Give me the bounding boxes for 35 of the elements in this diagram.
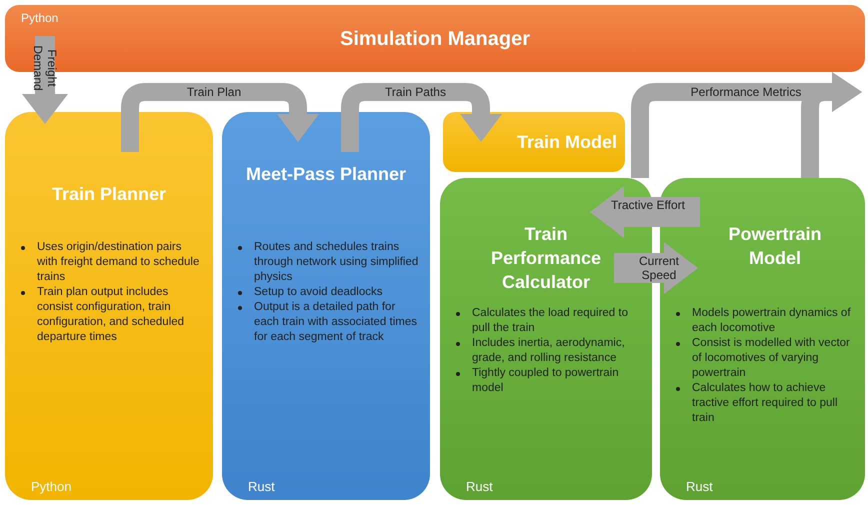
component-card <box>222 112 430 500</box>
edge-label: Tractive Effort <box>610 198 686 212</box>
card-title: Train Planner <box>50 183 168 206</box>
bullet-text: Tightly coupled to powertrain model <box>472 366 620 396</box>
language-label: Rust <box>686 479 713 494</box>
card-title: Meet-Pass Planner <box>244 163 408 186</box>
flow-arrow <box>590 186 700 238</box>
bullet-text: Uses origin/destination pairs with freight demand to schedule trains <box>37 240 200 285</box>
bullet-text: Calculates how to achieve tractive effort required to pull train <box>692 381 839 426</box>
component-card <box>5 112 213 500</box>
card-title: Powertrain Model <box>727 223 823 270</box>
language-label: Rust <box>466 479 493 494</box>
card-title: Train Performance Calculator <box>490 223 602 294</box>
model-band <box>443 112 625 172</box>
language-label: Rust <box>248 479 275 494</box>
bullet-text: Includes inertia, aerodynamic, grade, and rolling resistance <box>472 336 626 366</box>
language-label: Python <box>21 11 58 25</box>
flow-arrow <box>614 242 698 294</box>
flow-arrow <box>121 83 319 152</box>
bullet-text: Routes and schedules trains through network using simplified physics <box>254 240 420 285</box>
bullet-text: Setup to avoid deadlocks <box>254 285 384 300</box>
flow-arrow <box>22 36 68 124</box>
edge-label: Performance Metrics <box>690 85 802 99</box>
band-title: Train Model <box>516 131 618 154</box>
language-label: Python <box>31 479 72 494</box>
edge-label: Train Plan <box>186 85 242 99</box>
flow-arrow <box>801 72 862 178</box>
edge-label: Freight Demand <box>31 44 59 93</box>
bullet-text: Calculates the load required to pull the train <box>472 306 629 336</box>
edge-label: Train Paths <box>384 85 447 99</box>
edge-label: Current Speed <box>638 254 680 282</box>
bullet-text: Models powertrain dynamics of each locomotive <box>692 306 852 336</box>
bullet-text: Output is a detailed path for each train with associated times for each segment of track <box>254 300 418 345</box>
bullet-text: Train plan output includes consist configuration, train configuration, and scheduled departure times <box>37 285 186 345</box>
bullet-text: Consist is modelled with vector of locomotives of varying powertrain <box>692 336 851 381</box>
